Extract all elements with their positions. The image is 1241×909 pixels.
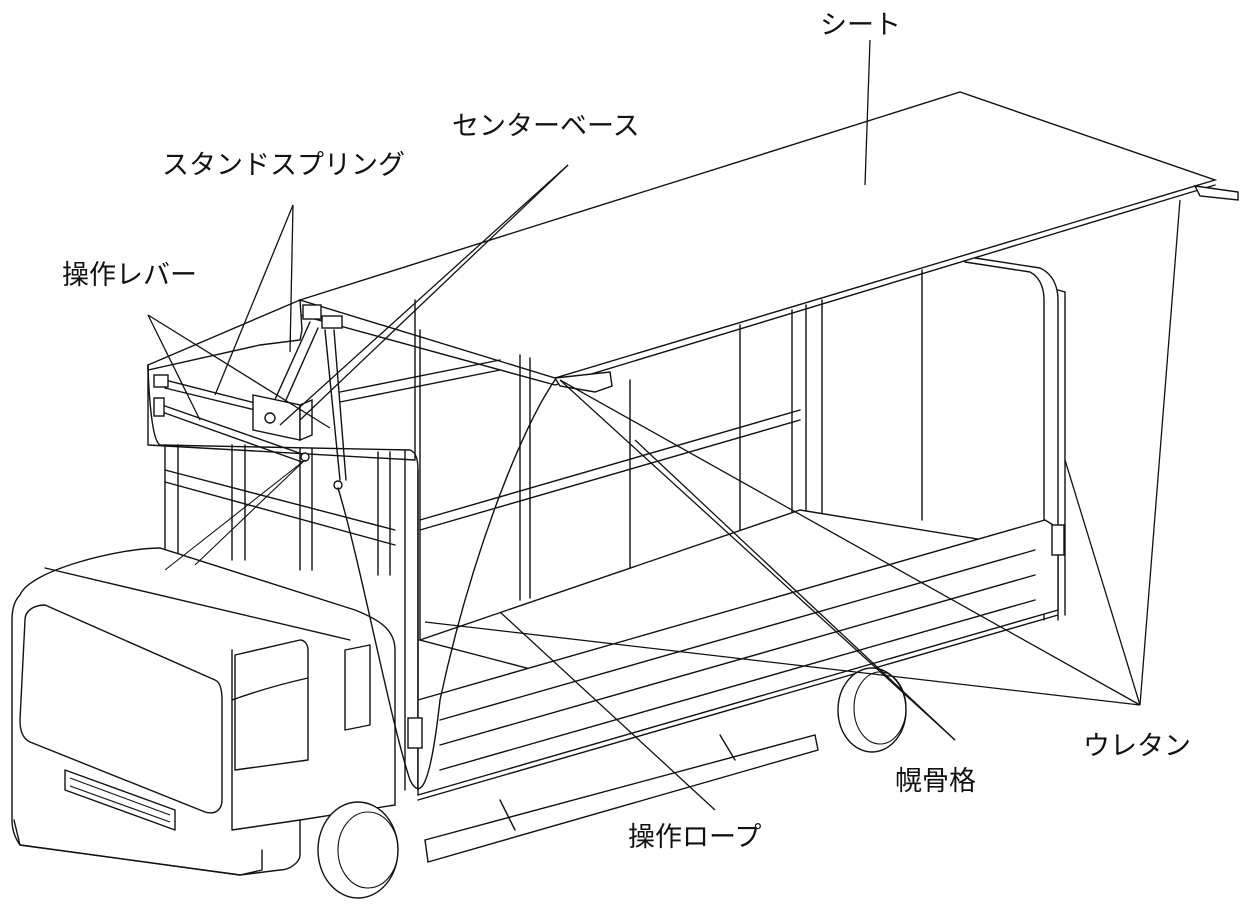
label-operation-lever: 操作レバー [62, 260, 197, 291]
label-sheet: シート [820, 10, 901, 41]
roof-sheet [297, 91, 1239, 393]
rear-wheel [837, 667, 907, 753]
label-hood-frame: 幌骨格 [895, 766, 976, 797]
label-urethane: ウレタン [1083, 731, 1191, 762]
leader-lines [147, 39, 1181, 811]
hood-frame [339, 257, 1066, 641]
rope [164, 379, 556, 790]
front-wheel [317, 801, 399, 899]
label-center-base: センターベース [452, 111, 640, 142]
lever-assembly [153, 304, 347, 490]
label-operation-rope: 操作ロープ [628, 822, 762, 853]
front-wall [147, 298, 419, 791]
label-stand-spring: スタンドスプリング [162, 150, 405, 181]
cab [11, 547, 396, 876]
cargo-deck [407, 509, 1065, 801]
side-rail [424, 734, 819, 863]
